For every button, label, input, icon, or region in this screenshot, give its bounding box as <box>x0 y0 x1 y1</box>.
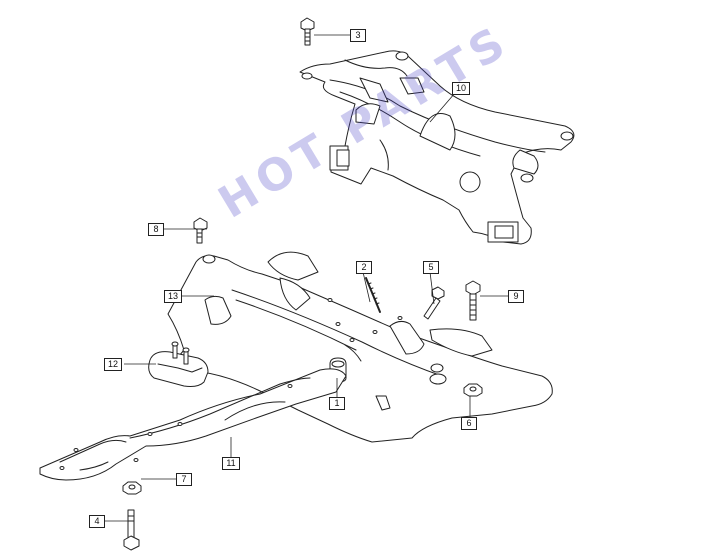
callout-9: 9 <box>508 290 524 303</box>
leader-lines <box>104 34 508 522</box>
callout-2: 2 <box>356 261 372 274</box>
callout-10: 10 <box>452 82 470 95</box>
callout-8: 8 <box>148 223 164 236</box>
callout-13: 13 <box>164 290 182 303</box>
callout-11: 11 <box>222 457 240 470</box>
part-4-bolt <box>123 509 140 551</box>
part-11-lower-brace <box>39 368 347 481</box>
callout-4: 4 <box>89 515 105 528</box>
part-9-bolt <box>465 280 481 321</box>
callout-12: 12 <box>104 358 122 371</box>
callout-6: 6 <box>461 417 477 430</box>
callout-7: 7 <box>176 473 192 486</box>
callout-1: 1 <box>329 397 345 410</box>
part-6-nut <box>463 383 483 397</box>
part-2-stud <box>365 277 381 313</box>
part-7-nut <box>122 481 142 495</box>
part-13-front-subframe <box>167 251 553 443</box>
part-10-rear-subframe <box>299 50 575 245</box>
callout-5: 5 <box>423 261 439 274</box>
callout-3: 3 <box>350 29 366 42</box>
part-12-mount <box>148 341 209 387</box>
part-8-bolt <box>193 217 208 244</box>
part-3-bolt <box>300 17 315 46</box>
part-5-bolt <box>423 286 445 320</box>
